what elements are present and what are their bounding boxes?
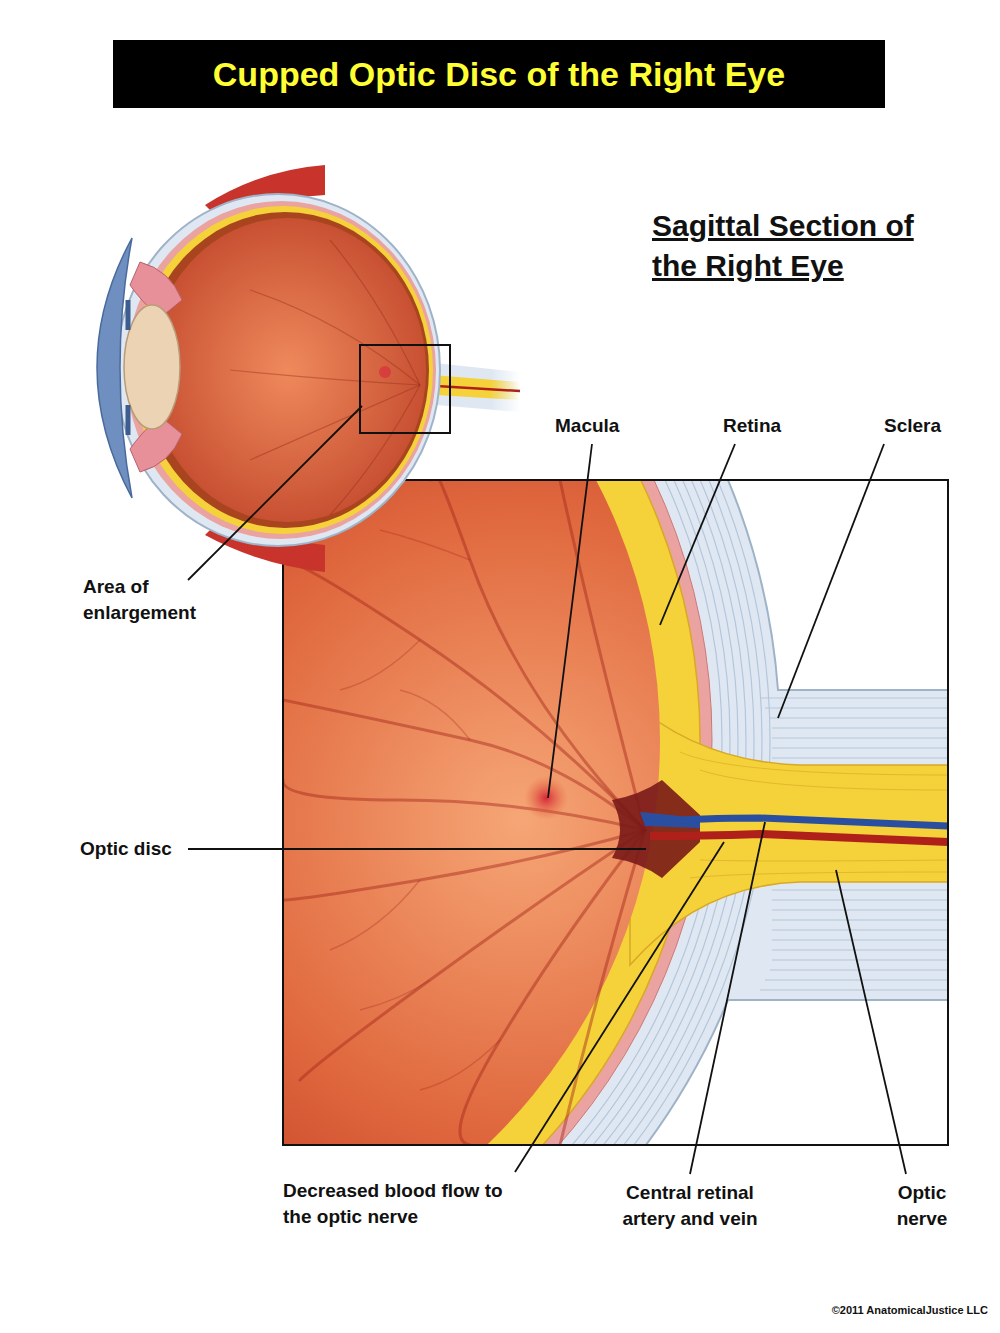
part-label: Optic disc xyxy=(80,836,210,862)
part-label: Decreased blood flow to the optic nerve xyxy=(283,1178,508,1230)
inset-illustration xyxy=(283,480,948,1145)
section-heading: Sagittal Section of the Right Eye xyxy=(652,206,952,286)
copyright-note: ©2011 AnatomicalJustice LLC xyxy=(690,1303,988,1317)
leader-lines xyxy=(188,406,906,1174)
part-label: Optic nerve xyxy=(886,1180,958,1232)
title-bar: Cupped Optic Disc of the Right Eye xyxy=(113,40,885,108)
part-label: Central retinal artery and vein xyxy=(605,1180,775,1232)
whole-eye xyxy=(97,165,520,572)
part-label: Macula xyxy=(555,413,665,439)
part-label: Sclera xyxy=(884,413,984,439)
part-label: Area of enlargement xyxy=(83,574,223,626)
part-label: Retina xyxy=(723,413,833,439)
